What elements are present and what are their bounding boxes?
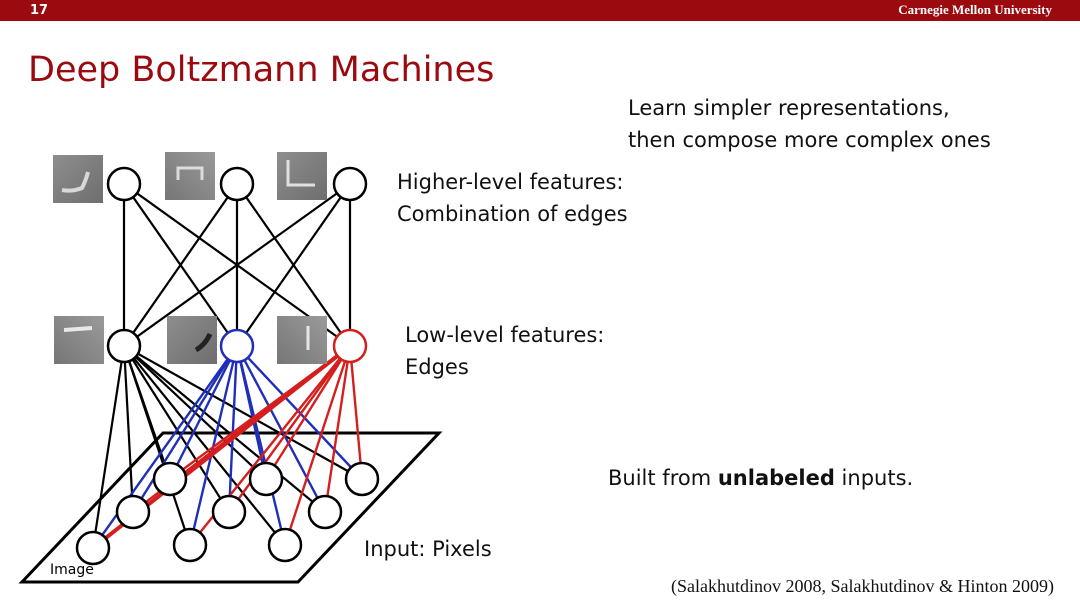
citation: (Salakhutdinov 2008, Salakhutdinov & Hin… [671,576,1054,596]
pixel-plane [18,431,443,584]
low-level-label: Low-level features: Edges [405,319,604,383]
pixel-unit [344,461,380,497]
higher-level-line-2: Combination of edges [397,202,628,226]
slide-title: Deep Boltzmann Machines [28,50,495,90]
feature-image [277,152,327,200]
built-bold-word: unlabeled [717,466,835,490]
low-level-line-1: Low-level features: [405,323,605,347]
low-level-units [106,328,368,364]
feature-image [165,152,215,200]
built-prefix: Built from [608,466,718,490]
pixel-unit [172,527,208,563]
slide-number: 17 [30,3,49,18]
hidden-unit-red [332,328,368,364]
black-unit-connections [91,345,363,549]
pixel-unit [152,461,188,497]
hidden-unit [219,166,255,202]
higher-level-line-1: Higher-level features: [397,170,624,194]
low-level-line-2: Edges [405,355,469,379]
intro-text: Learn simpler representations, then comp… [628,92,991,156]
feature-image [54,316,104,364]
pixel-unit [248,461,284,497]
feature-image [277,316,327,364]
higher-level-units [106,166,368,202]
built-from-text: Built from unlabeled inputs. [608,466,913,490]
pixel-unit [307,494,343,530]
built-suffix: inputs. [834,466,914,490]
higher-level-feature-images [53,152,327,203]
pixel-unit [211,494,247,530]
hidden-unit [106,328,142,364]
feature-image [53,155,103,203]
pixel-unit [115,494,151,530]
intro-line-1: Learn simpler representations, [628,96,950,120]
hidden-unit-blue [219,328,255,364]
hidden-unit [106,166,142,202]
low-level-feature-images [54,316,327,364]
header-bar: 17 Carnegie Mellon University [0,0,1080,21]
top-middle-connections [122,183,352,347]
institution-name: Carnegie Mellon University [898,2,1052,17]
pixel-units [75,461,380,566]
higher-level-label: Higher-level features: Combination of ed… [397,166,628,230]
pixel-unit [75,530,111,566]
pixel-unit [267,527,303,563]
input-pixels-label: Input: Pixels [364,537,492,561]
hidden-unit [332,166,368,202]
image-label: Image [50,562,94,578]
intro-line-2: then compose more complex ones [628,128,991,152]
